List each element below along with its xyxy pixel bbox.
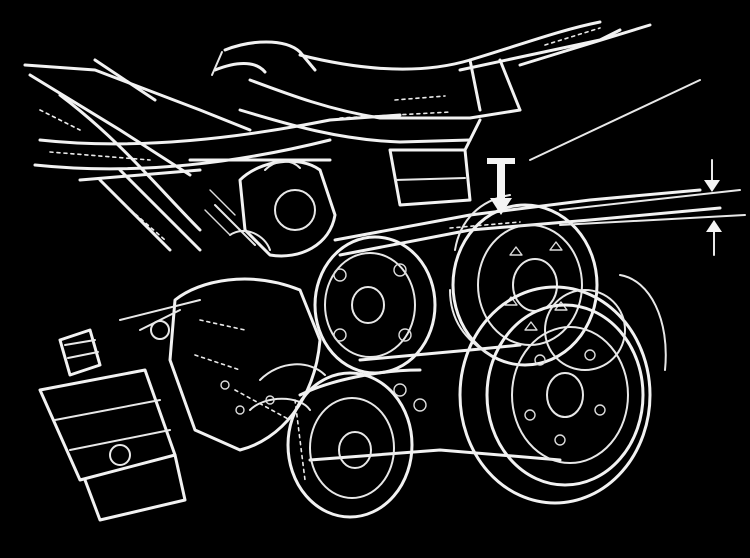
idler-pulley [313, 235, 437, 375]
deflection-measurement [529, 79, 746, 256]
power-steering-pump [204, 159, 337, 258]
alternator-housing [168, 277, 326, 452]
tensioner-bolt-assembly [38, 299, 201, 522]
lower-pulley [286, 371, 427, 519]
crankshaft-pulley [458, 274, 667, 505]
upper-hose-assembly [211, 20, 652, 144]
left-frame-rails [23, 58, 402, 252]
mounting-bracket-block [388, 118, 482, 207]
measurement-arrow-down-icon [704, 159, 720, 192]
belt-deflection-arrow-icon [487, 158, 515, 215]
measurement-arrow-up-icon [706, 220, 722, 256]
